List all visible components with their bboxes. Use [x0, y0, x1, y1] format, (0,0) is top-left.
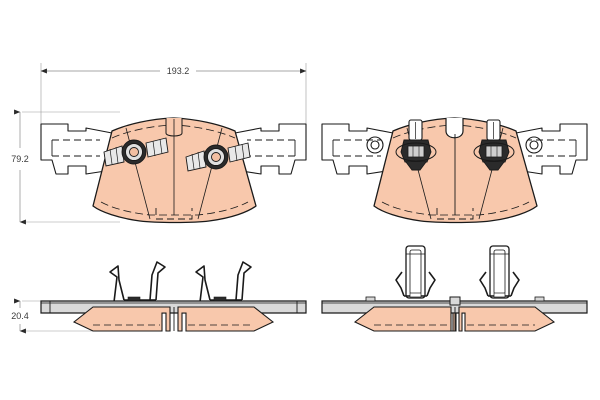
sensor-tip [483, 161, 505, 171]
rivet-wing-right [227, 142, 251, 163]
wear-sensor-left [395, 119, 437, 171]
retaining-pin-left [395, 245, 436, 299]
wear-sensor-right [473, 119, 515, 171]
dimension-label-overall-length: 193.2 [167, 66, 190, 76]
hole-inner-circle [529, 140, 539, 150]
bottom-slot [436, 208, 474, 220]
pin-inner-slot [493, 249, 506, 295]
rivet-wing-right [145, 137, 169, 158]
sensor-flange [473, 142, 515, 162]
wing-rib-2 [115, 146, 119, 164]
dimension-overall-length: 193.2 [40, 63, 307, 128]
retaining-pin-right [479, 245, 520, 299]
side-view-left-pad [40, 261, 307, 332]
wing-rib-3 [152, 140, 156, 157]
wing-rib-4 [241, 143, 245, 160]
rivet-hub-left [103, 137, 169, 167]
sensor-window [407, 145, 425, 158]
wing-rib-3 [234, 145, 238, 162]
friction-material-right-half [177, 306, 275, 332]
front-view-left-pad [40, 117, 307, 224]
sensor-tip [405, 161, 427, 171]
pin-inner-slot [409, 249, 422, 295]
wing-rib-1 [191, 153, 195, 170]
clip-left-arm [195, 265, 211, 303]
pin-spring-left [479, 271, 489, 297]
front-view-right-pad [321, 117, 588, 224]
center-spigot [449, 296, 461, 306]
wing-rib-1 [109, 148, 113, 165]
hidden-line-ear-right [247, 139, 295, 157]
hidden-line-ear-left [52, 139, 100, 157]
wing-rib-2 [197, 151, 201, 169]
mounting-ear-left [40, 123, 113, 175]
locating-hole-right [525, 136, 543, 154]
hole-inner-circle [370, 140, 380, 150]
bottom-slot [155, 208, 193, 220]
pin-retainer-block [493, 292, 506, 298]
rivet-bore [129, 147, 139, 157]
sensor-window [485, 145, 503, 158]
pin-spring-right [426, 271, 436, 297]
clip-left-arm [109, 265, 125, 303]
hole-outer-circle [366, 136, 384, 154]
segment-divider-right [197, 127, 223, 220]
dimension-overall-height: 79.2 [11, 109, 120, 225]
hidden-line-ear-left [333, 139, 381, 157]
locating-hole-left [366, 136, 384, 154]
backing-plate-lug-right [534, 296, 545, 302]
friction-material-left-half [353, 306, 457, 332]
clip-right-arm [235, 261, 252, 301]
hole-outer-circle [525, 136, 543, 154]
hidden-line-ear-right [528, 139, 576, 157]
sensor-flange [395, 142, 437, 162]
backing-plate-lug-left [365, 296, 376, 302]
pin-spring-right [510, 271, 520, 297]
dimension-label-overall-height: 79.2 [11, 154, 29, 164]
wing-rib-4 [159, 138, 163, 155]
side-view-right-pad [321, 245, 588, 332]
top-notch [445, 118, 464, 139]
rivet-hub-right [185, 142, 251, 172]
clip-right-arm [149, 261, 166, 301]
pin-retainer-block [409, 292, 422, 298]
pin-spring-left [395, 271, 405, 297]
dimension-label-overall-thickness: 20.4 [11, 311, 29, 321]
mounting-ear-right [234, 123, 307, 175]
friction-material-right-half [458, 306, 556, 332]
rivet-bore [211, 152, 221, 162]
friction-material-left-half [72, 306, 171, 332]
